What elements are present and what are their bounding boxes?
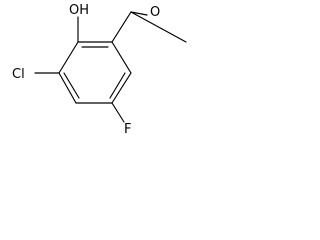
bond-carbonyl-methyl [130, 11, 187, 43]
structure-diagram: OH O Cl F [12, 3, 187, 137]
chlorine-label: Cl [12, 67, 25, 82]
ring-bond-c6-c1 [111, 41, 132, 74]
ring-bond-c5-c6 [111, 72, 132, 104]
bond-c1-carbonyl [111, 11, 132, 43]
fluorine-label: F [124, 122, 131, 137]
hydroxyl-label: OH [69, 3, 89, 18]
ring-bond-c2-c3 [58, 41, 79, 74]
structure-canvas: OH O Cl F [0, 0, 191, 137]
ring-double-bond-c3-c4 [63, 72, 80, 99]
bond-carbonyl-o [130, 11, 148, 16]
ring-double-bond-c5-c6 [109, 72, 126, 99]
ring-bond-c3-c4 [58, 72, 77, 104]
bond-c5-f [111, 102, 125, 123]
carbonyl-oxygen-label: O [150, 5, 160, 20]
benzene-ring [58, 41, 132, 104]
